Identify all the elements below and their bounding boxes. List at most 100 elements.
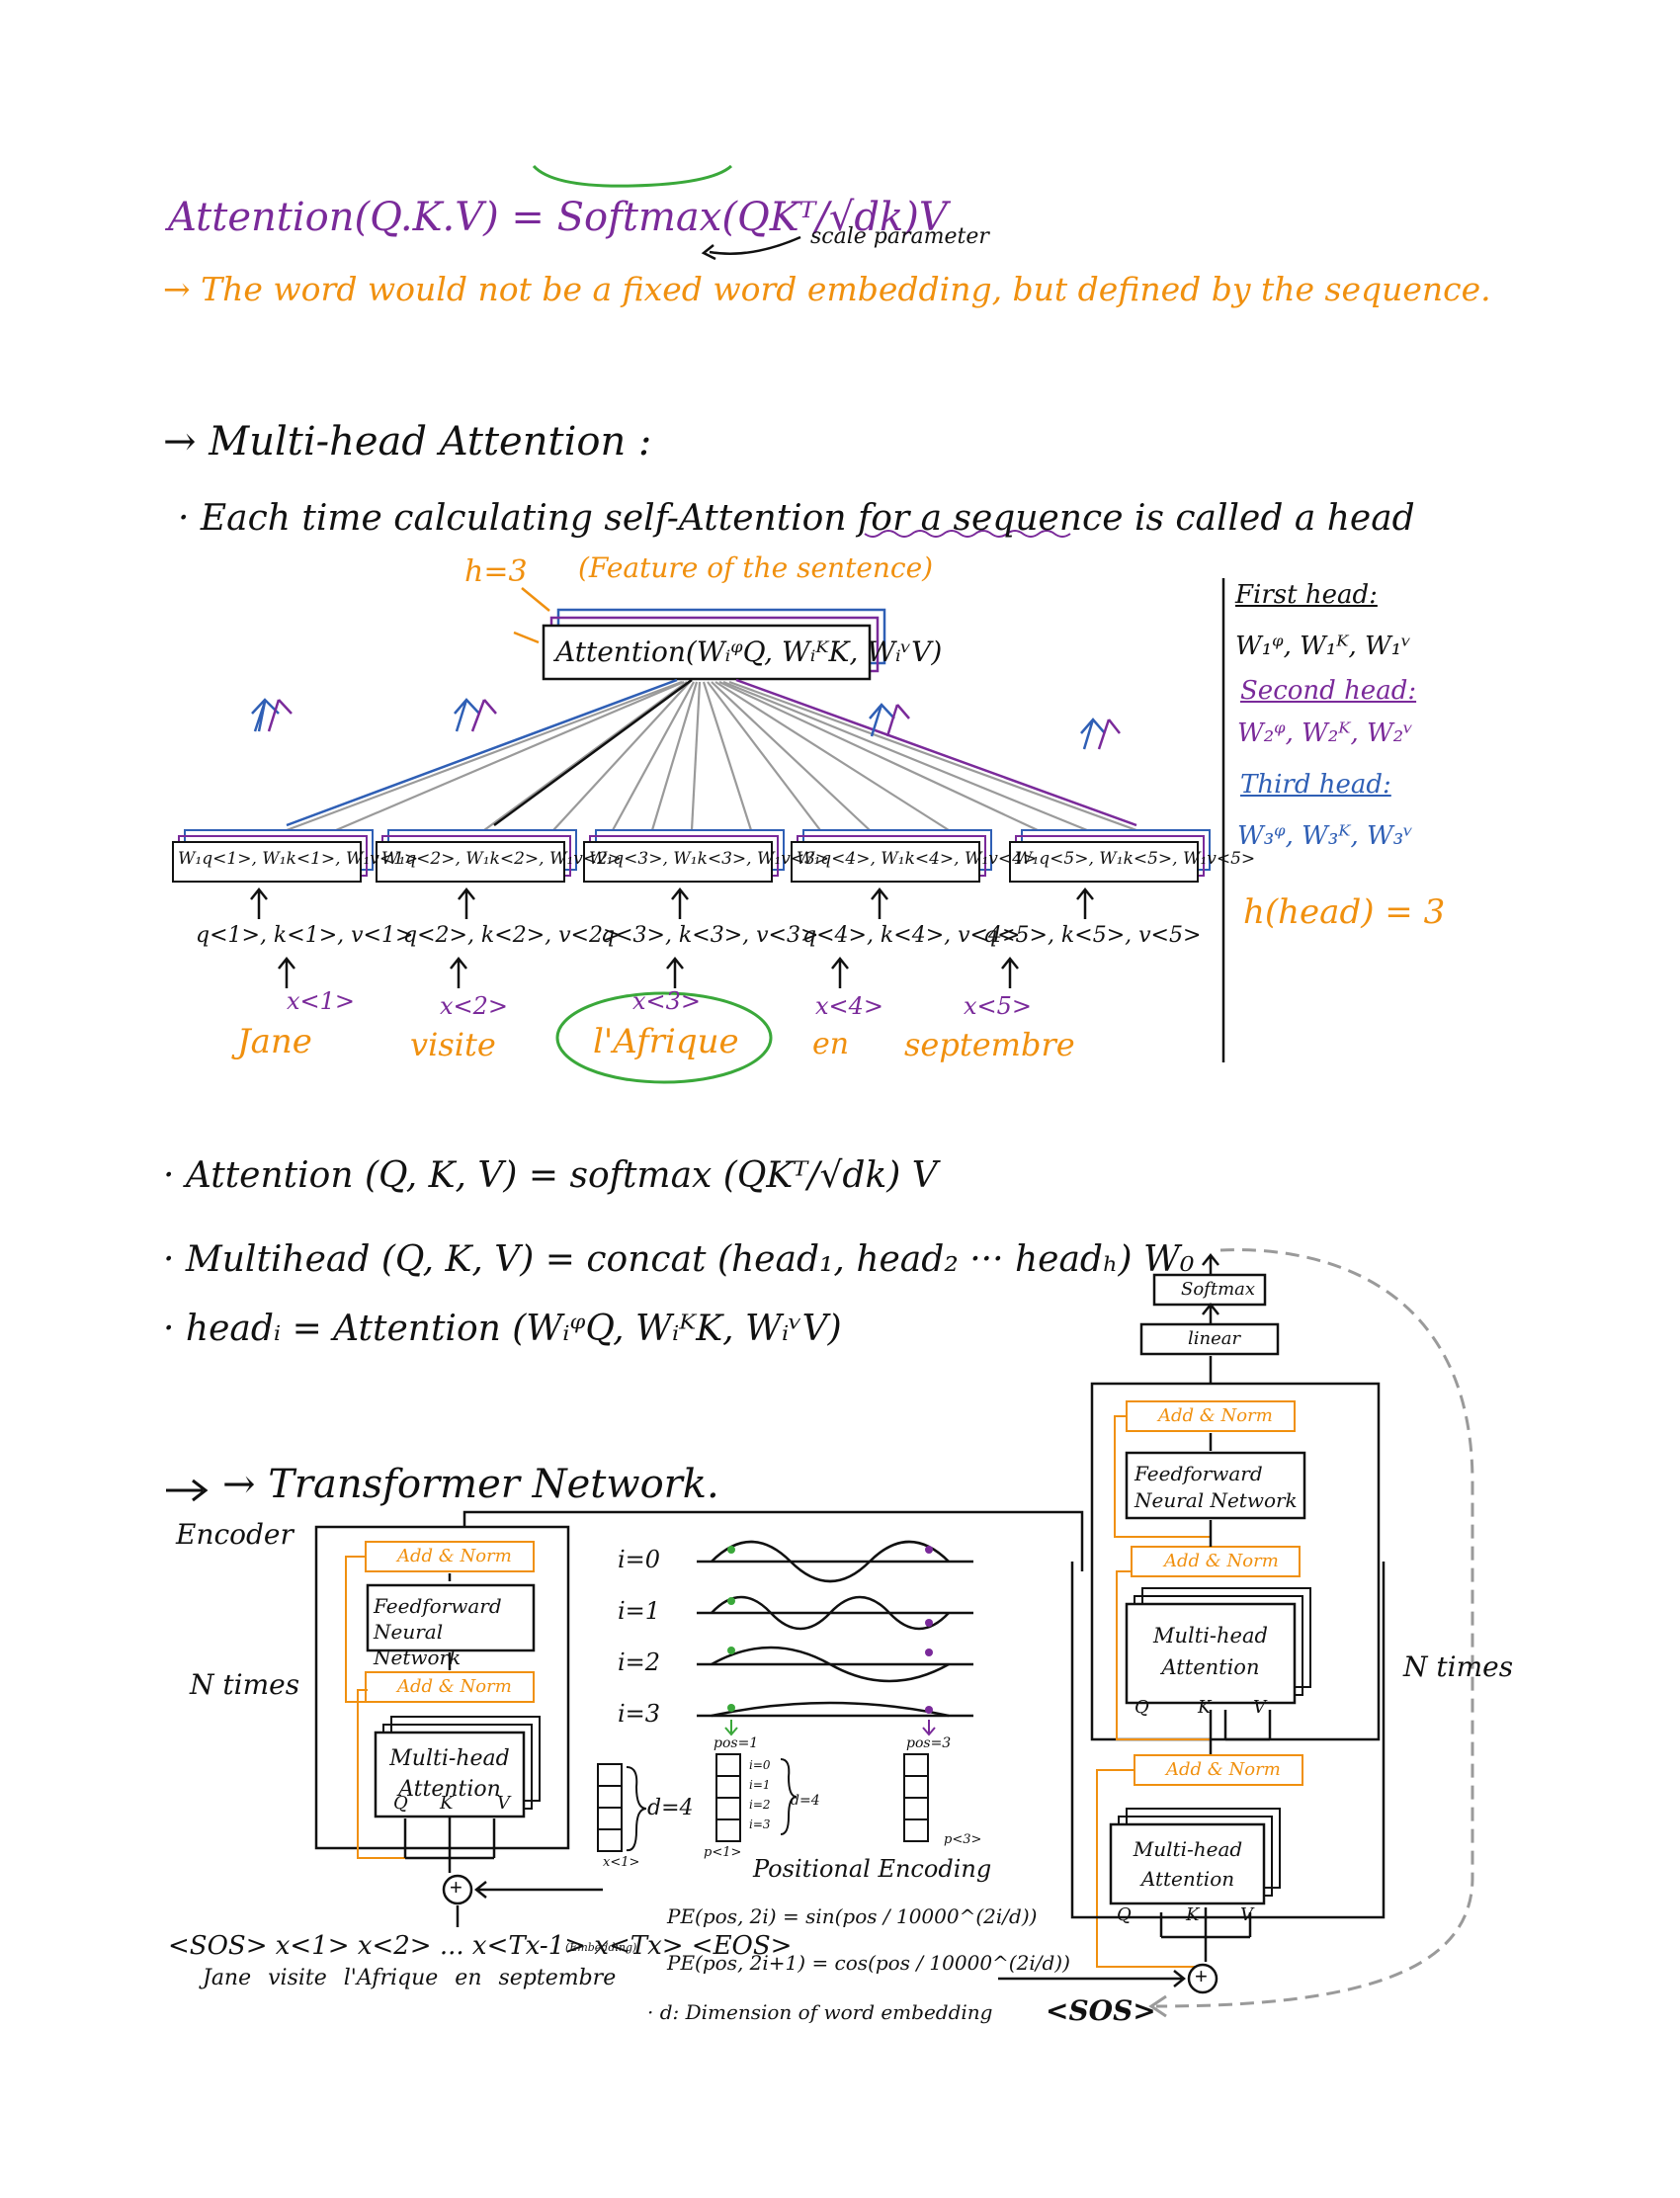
enc-feedforward-label: Feedforward Neural Network xyxy=(374,1594,502,1669)
encoder-outer-box xyxy=(314,1525,570,1850)
dec1-q: Q xyxy=(1134,1697,1149,1718)
vectors xyxy=(597,1753,929,1852)
dec1-k: K xyxy=(1198,1697,1212,1718)
wave-i2: i=2 xyxy=(618,1648,661,1676)
x-4: x<4> xyxy=(815,992,884,1020)
embedding-remark: → The word would not be a fixed word emb… xyxy=(163,270,1491,308)
encoder-plus-circle xyxy=(442,1874,473,1905)
word-visite: visite xyxy=(410,1026,496,1063)
x-1: x<1> xyxy=(287,987,356,1015)
formula-head-i: · headᵢ = Attention (WᵢᵠQ, WᵢᴷK, WᵢᵛV) xyxy=(163,1309,842,1349)
proj-box-1: W₁q<1>, W₁k<1>, W₁v<1> xyxy=(178,849,419,869)
vec-x1: x<1> xyxy=(603,1855,640,1870)
dec-plus: + xyxy=(1195,1964,1208,1988)
third-head-weights: W₃ᵠ, W₃ᴷ, W₃ᵛ xyxy=(1237,821,1413,851)
word-lafrique: l'Afrique xyxy=(593,1022,739,1061)
scale-arrow xyxy=(709,235,801,255)
enc-multihead-label: Multi-head Attention xyxy=(389,1746,510,1802)
dec2-v: V xyxy=(1240,1904,1253,1925)
dec-multihead-1-label: Multi-head Attention xyxy=(1153,1624,1268,1679)
x-2: x<2> xyxy=(440,992,509,1020)
transformer-heading: → Transformer Network. xyxy=(222,1462,719,1507)
x-5: x<5> xyxy=(964,992,1033,1020)
wave-i0: i=0 xyxy=(618,1546,661,1573)
up-arrows xyxy=(250,887,1094,988)
vec-p3: p<3> xyxy=(944,1832,982,1847)
dec-add-norm-1: Add & Norm xyxy=(1158,1405,1273,1426)
attention-box-label: Attention(WᵢᵠQ, WᵢᴷK, WᵢᵛV) xyxy=(555,635,943,668)
green-circle xyxy=(555,991,773,1084)
green-brace-top xyxy=(532,164,733,188)
dec1-v: V xyxy=(1253,1697,1266,1718)
input-words: Jane visite l'Afrique en septembre xyxy=(203,1966,617,1990)
h-count-label: h=3 xyxy=(464,554,528,589)
third-head-title: Third head: xyxy=(1240,770,1391,800)
x-3: x<3> xyxy=(632,987,702,1015)
projection-box-stacks xyxy=(172,829,1211,883)
d-note: · d: Dimension of word embedding xyxy=(647,2000,993,2024)
formula-multihead: · Multihead (Q, K, V) = concat (head₁, h… xyxy=(163,1239,1195,1280)
first-head-title: First head: xyxy=(1235,580,1378,610)
qkv-1: q<1>, k<1>, v<1> xyxy=(196,923,414,948)
enc-plus: + xyxy=(450,1875,462,1900)
wave-i3: i=3 xyxy=(618,1700,661,1728)
vec-i2: i=2 xyxy=(749,1798,771,1812)
head-definition-underlined: a sequence xyxy=(920,498,1124,539)
head-count: h(head) = 3 xyxy=(1243,892,1446,932)
n-times-right: N times xyxy=(1403,1650,1514,1683)
wave-i1: i=1 xyxy=(618,1597,661,1625)
d4-right: d=4 xyxy=(791,1793,820,1809)
scale-parameter-note: scale parameter xyxy=(810,224,989,249)
proj-box-4: W₁q<4>, W₁k<4>, W₁v<4> xyxy=(797,849,1038,869)
n-times-left: N times xyxy=(190,1668,300,1701)
enc-k: K xyxy=(440,1793,454,1814)
enc-q: Q xyxy=(393,1793,408,1814)
sine-waves xyxy=(697,1540,973,1718)
dec2-q: Q xyxy=(1117,1904,1132,1925)
pe-sin: PE(pos, 2i) = sin(pos / 10000^(2i/d)) xyxy=(667,1904,1038,1928)
proj-box-5: W₁q<5>, W₁k<5>, W₁v<5> xyxy=(1015,849,1256,869)
decoder-plus-circle xyxy=(1187,1963,1218,1994)
word-en: en xyxy=(812,1027,850,1061)
enc-add-norm-top: Add & Norm xyxy=(397,1546,512,1566)
attention-box xyxy=(542,624,872,681)
word-jane: Jane xyxy=(237,1022,312,1061)
dec-add-norm-3: Add & Norm xyxy=(1166,1759,1281,1780)
head-definition-suffix: is called a head xyxy=(1123,498,1415,539)
qkv-5: q<5>, k<5>, v<5> xyxy=(983,923,1202,948)
encoder-label: Encoder xyxy=(176,1518,294,1551)
proj-box-2: W₁q<2>, W₁k<2>, W₁v<2> xyxy=(381,849,623,869)
proj-box-3: W₁q<3>, W₁k<3>, W₁v<3> xyxy=(589,849,830,869)
pe-cos: PE(pos, 2i+1) = cos(pos / 10000^(2i/d)) xyxy=(667,1951,1070,1975)
sequence-underline xyxy=(864,530,1071,538)
head-definition: · Each time calculating self-Attention f… xyxy=(178,499,1415,539)
linear-label: linear xyxy=(1188,1328,1241,1349)
dec-add-norm-2: Add & Norm xyxy=(1164,1551,1279,1571)
dec-feedforward-label: Feedforward Neural Network xyxy=(1134,1462,1298,1512)
dashed-feedback xyxy=(1155,1248,1474,2008)
qkv-2: q<2>, k<2>, v<2> xyxy=(403,923,622,948)
vec-p1: p<1> xyxy=(704,1845,742,1860)
d4-left: d=4 xyxy=(647,1796,694,1820)
mha-heading: → Multi-head Attention : xyxy=(163,419,652,465)
vec-i3: i=3 xyxy=(749,1818,771,1831)
qkv-4: q<4>, k<4>, v<4> xyxy=(802,923,1021,948)
vec-i1: i=1 xyxy=(749,1778,771,1792)
vec-i0: i=0 xyxy=(749,1758,771,1772)
embedding-note: (Embedding) xyxy=(565,1941,637,1954)
pos1-label: pos=1 xyxy=(714,1735,759,1751)
pos3-label: pos=3 xyxy=(906,1735,952,1751)
feature-note: (Feature of the sentence) xyxy=(578,551,934,584)
decoder-sos: <SOS> xyxy=(1046,1994,1156,2027)
formula-attention: · Attention (Q, K, V) = softmax (QKᵀ/√dk… xyxy=(163,1155,938,1196)
second-head-weights: W₂ᵠ, W₂ᴷ, W₂ᵛ xyxy=(1237,719,1413,748)
enc-add-norm-bottom: Add & Norm xyxy=(397,1676,512,1697)
input-tokens: <SOS> x<1> x<2> ... x<Tx-1> x<Tx> <EOS> xyxy=(168,1931,793,1961)
head-definition-prefix: · Each time calculating self-Attention f… xyxy=(178,498,921,539)
first-head-weights: W₁ᵠ, W₁ᴷ, W₁ᵛ xyxy=(1235,632,1411,661)
enc-v: V xyxy=(497,1793,510,1814)
head-arrows xyxy=(251,698,1121,750)
softmax-label: Softmax xyxy=(1181,1279,1256,1300)
dec2-k: K xyxy=(1186,1904,1200,1925)
